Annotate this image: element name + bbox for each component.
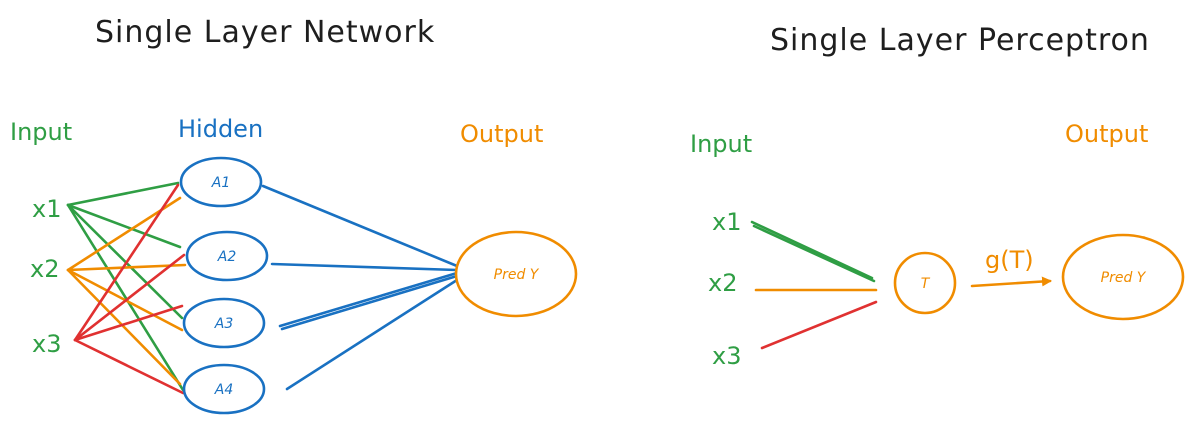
edge-a3-pred bbox=[278, 271, 459, 328]
hidden-node-a1-label: A1 bbox=[211, 175, 230, 191]
threshold-node: T bbox=[893, 251, 957, 315]
right-output-node-shape bbox=[1061, 233, 1185, 321]
left-output-heading: Output bbox=[460, 120, 543, 148]
edge-x1-a3 bbox=[66, 203, 184, 320]
single-layer-network: Single Layer Network Input Hidden Output bbox=[10, 15, 578, 415]
edge-x2-a4 bbox=[66, 268, 182, 386]
edge-a3-pred-stroke2 bbox=[280, 274, 459, 331]
right-output-node: Pred Y bbox=[1061, 233, 1185, 321]
threshold-node-label: T bbox=[921, 276, 931, 292]
edge-a2-pred bbox=[270, 262, 459, 272]
edge-x3-a4 bbox=[73, 338, 185, 395]
edge-a1-pred bbox=[261, 184, 459, 268]
threshold-node-shape bbox=[893, 251, 957, 315]
right-input-x3: x3 bbox=[712, 342, 741, 370]
edge-x1-t bbox=[750, 220, 874, 280]
edges-to-output bbox=[261, 184, 459, 391]
right-title: Single Layer Perceptron bbox=[770, 23, 1150, 58]
left-output-node-shape bbox=[454, 230, 578, 318]
hidden-node-a3: A3 bbox=[182, 297, 266, 349]
left-input-x2: x2 bbox=[30, 255, 59, 283]
edge-x3-t bbox=[760, 300, 878, 350]
activation-arrow bbox=[970, 276, 1052, 288]
edge-a4-pred bbox=[285, 278, 459, 391]
left-hidden-heading: Hidden bbox=[178, 115, 263, 143]
left-output-node: Pred Y bbox=[454, 230, 578, 318]
left-input-x1: x1 bbox=[32, 195, 61, 223]
left-output-node-label: Pred Y bbox=[494, 267, 540, 283]
edge-x1-a1 bbox=[66, 181, 180, 207]
edge-x1-a2 bbox=[66, 203, 182, 249]
right-output-node-label: Pred Y bbox=[1101, 270, 1147, 286]
hidden-node-a3-label: A3 bbox=[214, 316, 233, 332]
right-input-x2: x2 bbox=[708, 269, 737, 297]
hidden-node-a3-shape bbox=[182, 297, 266, 349]
hidden-node-a1-shape bbox=[179, 156, 263, 208]
single-layer-perceptron: Single Layer Perceptron Input Output x1 … bbox=[690, 23, 1185, 370]
hidden-node-a2-shape bbox=[185, 230, 269, 282]
edge-x2-a2 bbox=[66, 263, 187, 272]
edge-x1-t-stroke2 bbox=[752, 224, 876, 283]
edge-x3-a3 bbox=[73, 304, 184, 342]
right-output-heading: Output bbox=[1065, 120, 1148, 148]
left-input-heading: Input bbox=[10, 118, 72, 146]
left-input-x3: x3 bbox=[32, 330, 61, 358]
hidden-node-a1: A1 bbox=[179, 156, 263, 208]
edge-x1-a4 bbox=[66, 203, 185, 392]
right-input-heading: Input bbox=[690, 130, 752, 158]
edge-x3-a2 bbox=[73, 253, 186, 342]
hidden-node-a2: A2 bbox=[185, 230, 269, 282]
left-title: Single Layer Network bbox=[95, 15, 435, 50]
hidden-node-a4-label: A4 bbox=[214, 382, 233, 398]
right-input-x1: x1 bbox=[712, 208, 741, 236]
hidden-node-a2-label: A2 bbox=[217, 249, 237, 265]
edges-from-x1 bbox=[66, 181, 185, 392]
edges-from-x3 bbox=[73, 183, 186, 395]
hidden-node-a4-shape bbox=[182, 363, 266, 415]
edge-x3-a1 bbox=[73, 183, 180, 342]
hidden-node-a4: A4 bbox=[182, 363, 266, 415]
activation-function-label: g(T) bbox=[985, 246, 1034, 274]
